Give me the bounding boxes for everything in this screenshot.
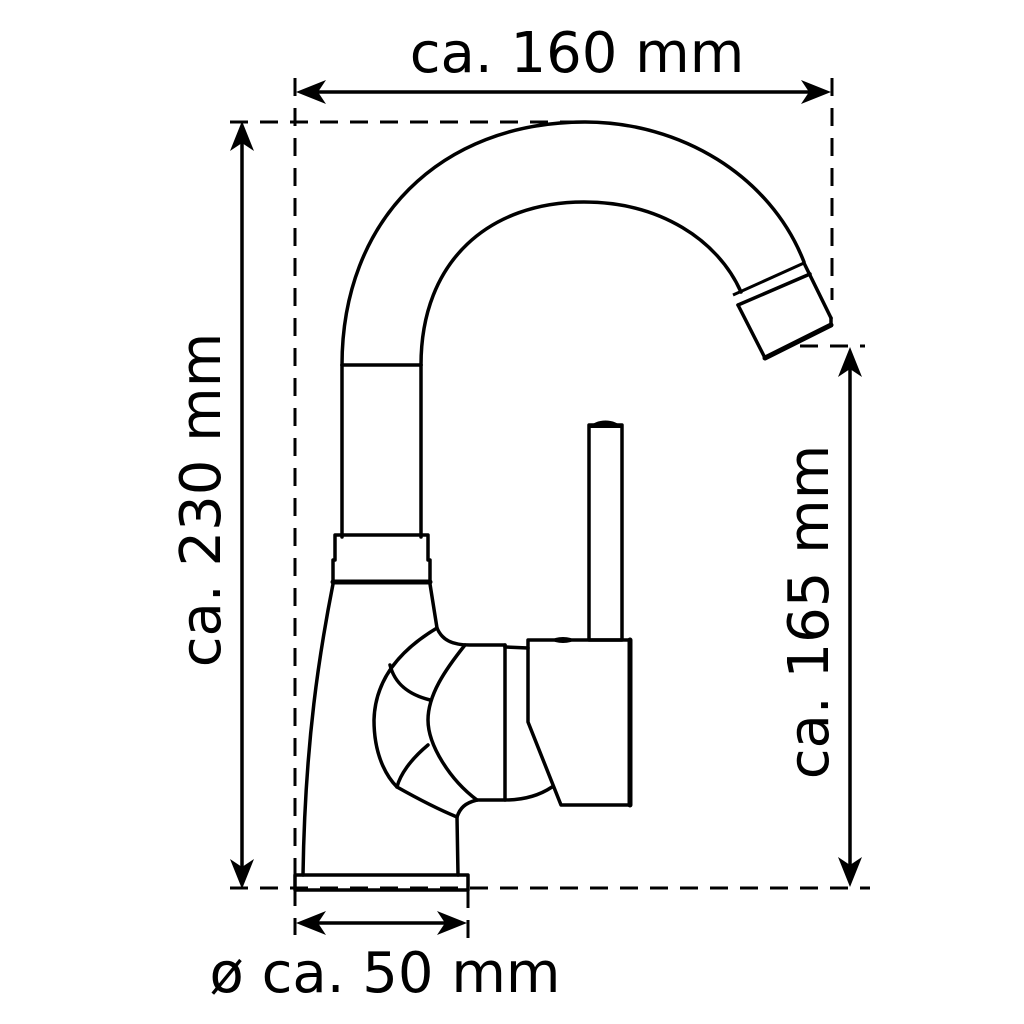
total-height-label: ca. 230 mm bbox=[169, 333, 234, 668]
arrow-down-icon bbox=[230, 859, 254, 889]
lever-rod bbox=[587, 423, 624, 642]
arrow-up-icon bbox=[838, 347, 862, 377]
aerator bbox=[732, 261, 834, 361]
spout-height-label: ca. 165 mm bbox=[777, 445, 842, 780]
spout bbox=[340, 120, 834, 539]
faucet-body bbox=[293, 582, 554, 892]
base-diameter-dimension: ø ca. 50 mm bbox=[210, 911, 561, 1006]
spout-outer-edge bbox=[340, 120, 806, 367]
spout-inner-edge bbox=[419, 200, 743, 367]
arrow-left-icon bbox=[296, 80, 326, 104]
arrow-down-icon bbox=[838, 857, 862, 887]
swivel-collar bbox=[330, 533, 433, 585]
lever-cap bbox=[589, 420, 622, 428]
arrow-right-icon bbox=[437, 911, 467, 935]
width-label: ca. 160 mm bbox=[410, 21, 745, 86]
arrow-up-icon bbox=[230, 121, 254, 151]
base-diameter-label: ø ca. 50 mm bbox=[210, 941, 561, 1006]
arrow-right-icon bbox=[801, 80, 831, 104]
spout-height-dimension: ca. 165 mm bbox=[777, 347, 862, 887]
total-height-dimension: ca. 230 mm bbox=[169, 121, 254, 889]
width-dimension: ca. 160 mm bbox=[296, 21, 831, 104]
faucet bbox=[293, 120, 834, 892]
extension-lines bbox=[230, 78, 870, 938]
handle-block bbox=[526, 638, 632, 807]
lever-handle bbox=[526, 420, 633, 808]
arrow-left-icon bbox=[296, 911, 326, 935]
base-plate bbox=[293, 873, 470, 892]
